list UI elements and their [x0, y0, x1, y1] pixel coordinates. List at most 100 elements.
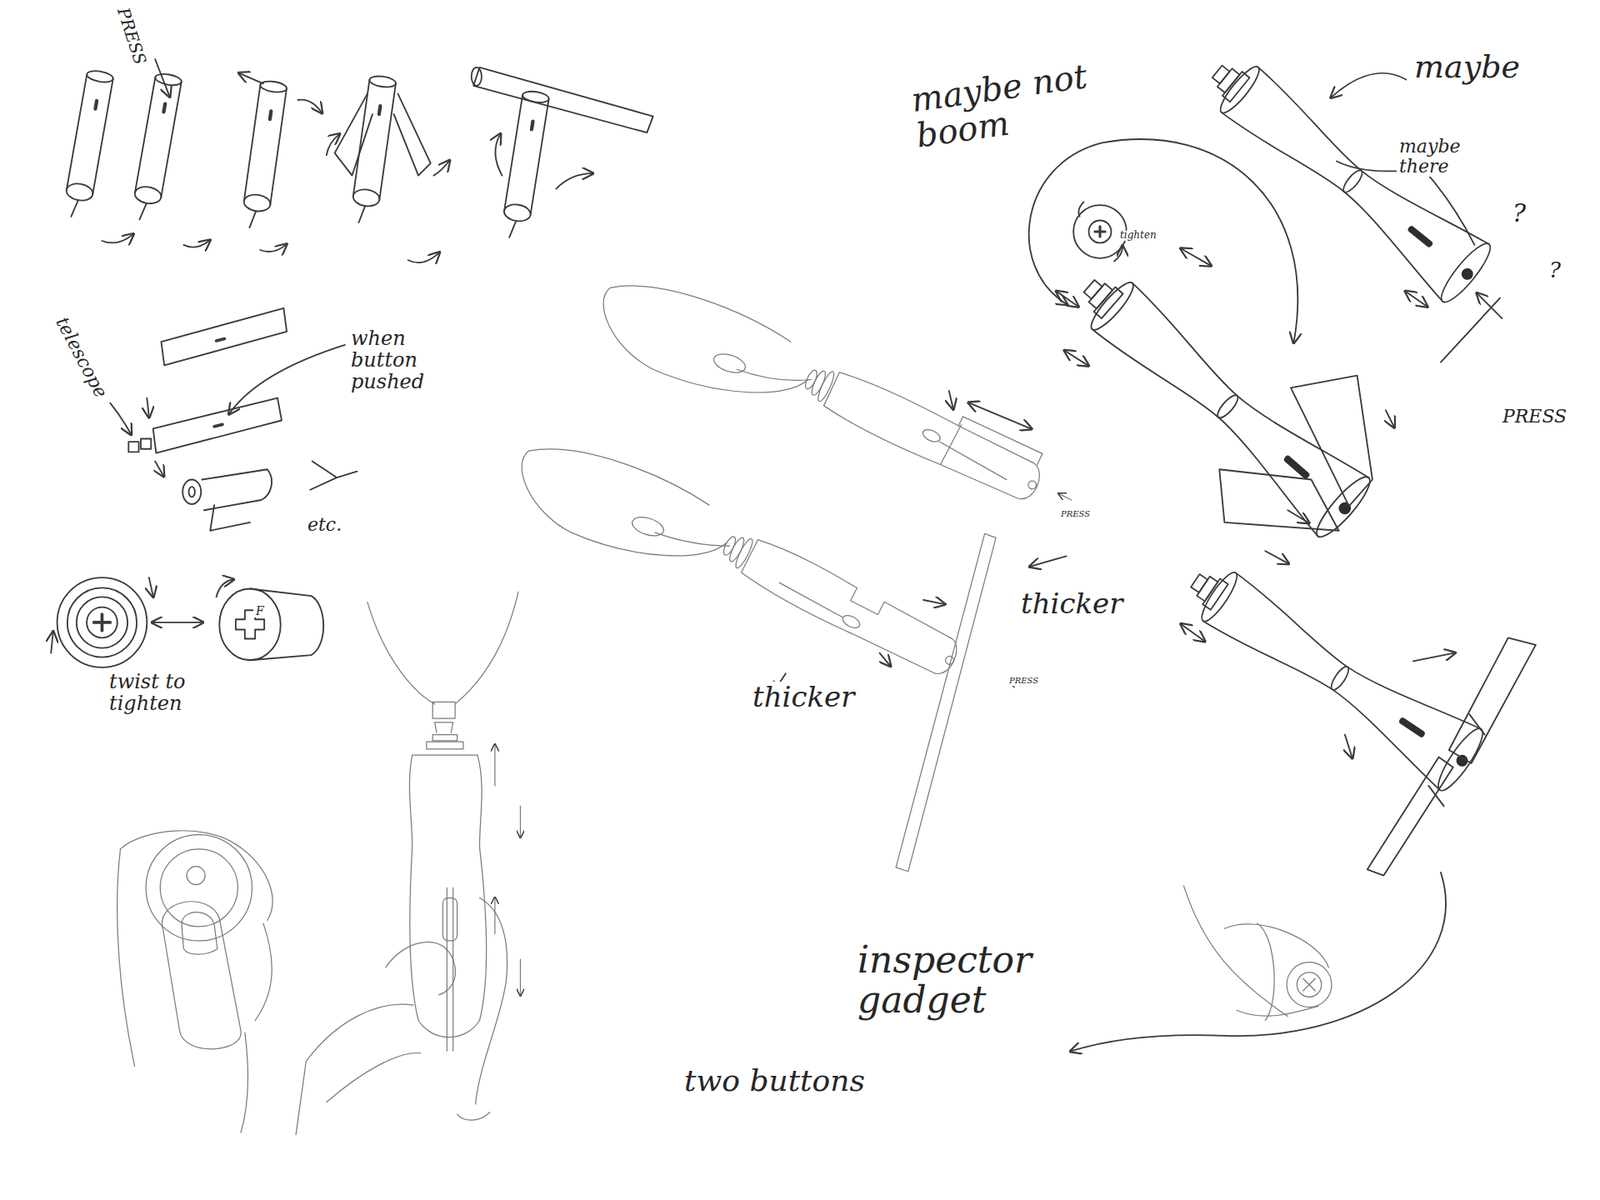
propeller-blade: [1367, 757, 1454, 876]
motion-arrow: [298, 100, 322, 113]
propeller-blade: [1449, 637, 1536, 764]
knob-center: [1089, 220, 1112, 243]
step-arrow: [101, 235, 133, 244]
arrow-part: [310, 460, 357, 490]
slider-button: [840, 613, 862, 631]
motion-arrow: [1413, 653, 1455, 662]
handwritten-note: tighten: [1117, 230, 1160, 241]
motion-arrow: [949, 390, 954, 409]
handwritten-note: inspector gadget: [855, 940, 1085, 1020]
grip-body: [739, 535, 965, 681]
grip-body: [821, 368, 1048, 506]
motion-arrow: [923, 600, 944, 605]
bracket-part: [201, 469, 272, 530]
handwritten-note: ?: [1546, 258, 1564, 282]
handle-sketch: [1063, 256, 1376, 543]
motion-arrow: [1345, 735, 1353, 758]
grip-rib: [815, 370, 837, 404]
double-arrow: [1065, 350, 1088, 365]
tube-sketch: [350, 75, 397, 225]
minus-mark: [216, 339, 225, 341]
knob-center: [1296, 972, 1321, 997]
handwritten-note: thicker: [1018, 588, 1125, 620]
trowel-neck: [736, 369, 811, 380]
motion-arrow: [520, 959, 521, 995]
trowel-hole: [630, 513, 666, 540]
handle-step: [426, 741, 464, 750]
double-arrow: [1405, 291, 1426, 306]
double-arrow: [1181, 249, 1210, 266]
knob-ring: [86, 607, 118, 639]
handwritten-note: twist to tighten: [106, 671, 254, 715]
trowel-blade: [521, 449, 727, 556]
handwritten-note: two buttons: [681, 1065, 868, 1098]
trowel-blade: [603, 285, 809, 393]
handwritten-note: PRESS: [1058, 510, 1093, 520]
handle-step: [432, 735, 457, 741]
slider-slot: [778, 582, 843, 617]
double-arrow: [969, 403, 1030, 430]
tube-sketch: [62, 69, 115, 220]
thumbnail: [181, 912, 218, 955]
leader-line: [146, 398, 149, 417]
propeller-edge: [1428, 714, 1485, 806]
telescope-section: [160, 308, 287, 366]
tube-sketch: [240, 80, 288, 230]
cross-bar: [895, 533, 996, 871]
handle-slot: [446, 887, 453, 1051]
leader-line: [1059, 494, 1072, 500]
motion-arrow: [1265, 550, 1288, 564]
handwritten-note: maybe there: [1396, 136, 1502, 177]
trowel-hole: [711, 350, 748, 377]
handwritten-note: maybe not boom: [906, 55, 1120, 155]
handwritten-note: PRESS: [1500, 406, 1570, 427]
cylinder-face: [219, 589, 280, 661]
slider-button: [442, 898, 457, 941]
disk-part: [189, 486, 195, 497]
handwritten-note: PRESS: [112, 3, 150, 70]
slider-button: [920, 427, 942, 445]
handwritten-note: thicker: [750, 681, 857, 713]
leader-line: [155, 59, 170, 96]
tube-sketch: [130, 72, 183, 223]
handwritten-note: ?: [1510, 200, 1529, 227]
grip-rib: [733, 536, 756, 570]
leader-line: [230, 345, 345, 414]
cross-bar: [473, 67, 654, 133]
swap-arrow: [1029, 139, 1299, 342]
double-arrow: [153, 621, 203, 624]
trowel-outline: [367, 591, 519, 705]
step-arrow: [260, 245, 286, 252]
grip-flap: [940, 416, 1043, 502]
knob-outline: [160, 849, 238, 927]
trowel-grip: [715, 524, 965, 682]
motion-arrow: [326, 135, 340, 155]
leader-line: [1331, 73, 1406, 97]
double-arrow: [1181, 624, 1205, 641]
motion-arrow: [494, 745, 495, 786]
handwritten-note: telescope: [50, 311, 112, 404]
knob-ring: [67, 587, 137, 657]
motion-arrow: [1287, 510, 1308, 523]
twist-arrow: [1078, 201, 1123, 261]
minus-mark: [214, 424, 223, 426]
handwritten-note: PRESS: [1006, 676, 1041, 686]
tube-sketch: [500, 90, 550, 240]
handwritten-note: etc.: [305, 515, 345, 535]
disk-part: [182, 480, 201, 505]
motion-arrow: [50, 632, 53, 653]
open-flap: [1219, 469, 1339, 530]
motion-arrow: [495, 135, 502, 176]
motion-arrow: [433, 160, 449, 175]
open-flaps: [335, 94, 431, 176]
plus-symbol: [94, 614, 111, 631]
leader-line: [1030, 555, 1067, 566]
hand-outline: [295, 898, 507, 1135]
handwritten-note: when button pushed: [348, 328, 479, 394]
step-arrow: [183, 240, 210, 248]
telescope-link: [140, 439, 151, 450]
motion-arrow: [1385, 410, 1395, 427]
